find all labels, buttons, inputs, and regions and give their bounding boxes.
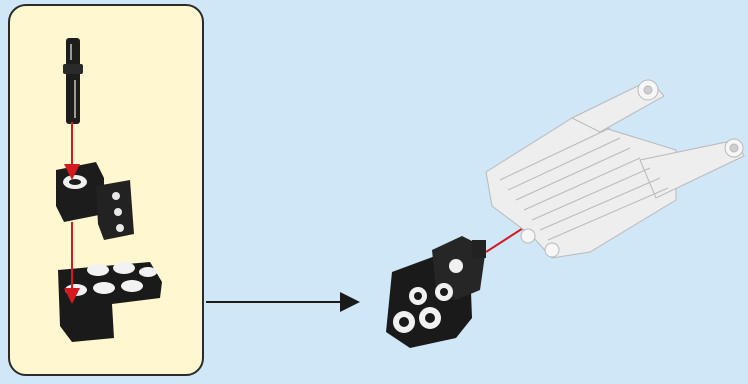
axle-part: [63, 38, 83, 124]
white-frame-part: [486, 80, 744, 258]
angled-connector-part: [56, 162, 134, 240]
t-beam-part: [58, 262, 162, 342]
black-subassembly-part: [386, 236, 486, 348]
